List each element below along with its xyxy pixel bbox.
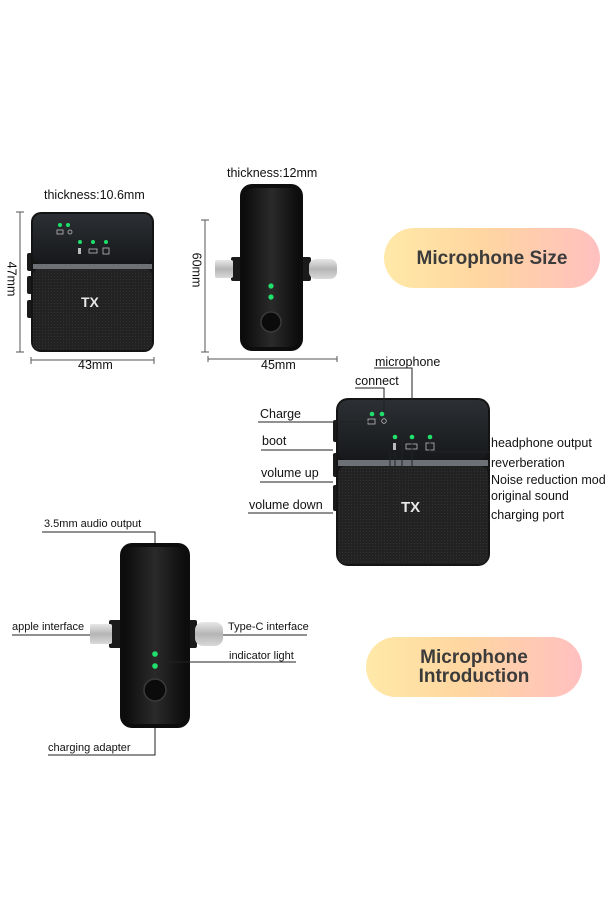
tx-front-width: 43mm xyxy=(78,358,113,372)
receiver-leader-lines xyxy=(12,531,307,756)
tx-front-logo: TX xyxy=(81,294,99,310)
label-original-sound: original sound xyxy=(491,489,569,503)
label-boot: boot xyxy=(262,434,287,448)
label-audio-output: 3.5mm audio output xyxy=(44,518,142,530)
receiver-intro-device xyxy=(90,543,223,728)
label-charging-adapter: charging adapter xyxy=(48,742,131,754)
label-microphone: microphone xyxy=(375,355,441,369)
label-volume-down: volume down xyxy=(249,498,323,512)
side-thickness: thickness:12mm xyxy=(227,166,318,180)
label-volume-up: volume up xyxy=(261,466,319,480)
intro-title-line2: Introduction xyxy=(418,666,530,687)
side-dimension-lines xyxy=(201,219,338,362)
label-apple-interface: apple interface xyxy=(12,621,85,633)
label-indicator-light: indicator light xyxy=(229,650,294,662)
label-charging-port: charging port xyxy=(491,508,564,522)
intro-title-line1: Microphone xyxy=(420,647,528,668)
label-headphone-output: headphone output xyxy=(491,436,592,450)
label-connect: connect xyxy=(355,374,399,388)
side-width: 45mm xyxy=(261,358,296,372)
label-reverberation: reverberation xyxy=(491,456,565,470)
tx-front-height: 47mm xyxy=(4,261,19,297)
label-charge: Charge xyxy=(260,407,301,421)
tx-intro-device xyxy=(333,398,490,566)
tx-intro-logo: TX xyxy=(401,499,421,516)
tx-front-device xyxy=(27,212,154,352)
tx-front-dimension-lines xyxy=(16,211,155,364)
label-type-c-interface: Type-C interface xyxy=(228,621,309,633)
side-height: 60mm xyxy=(189,252,204,288)
microphone-size-title-text: Microphone Size xyxy=(416,247,568,269)
side-device xyxy=(215,184,337,351)
microphone-size-title: Microphone Size xyxy=(384,228,600,288)
tx-front-thickness: thickness:10.6mm xyxy=(44,188,145,202)
tx-intro-leader-lines xyxy=(248,367,490,521)
microphone-introduction-title: Microphone Introduction xyxy=(366,637,582,697)
label-noise-reduction: Noise reduction mod xyxy=(491,473,606,487)
